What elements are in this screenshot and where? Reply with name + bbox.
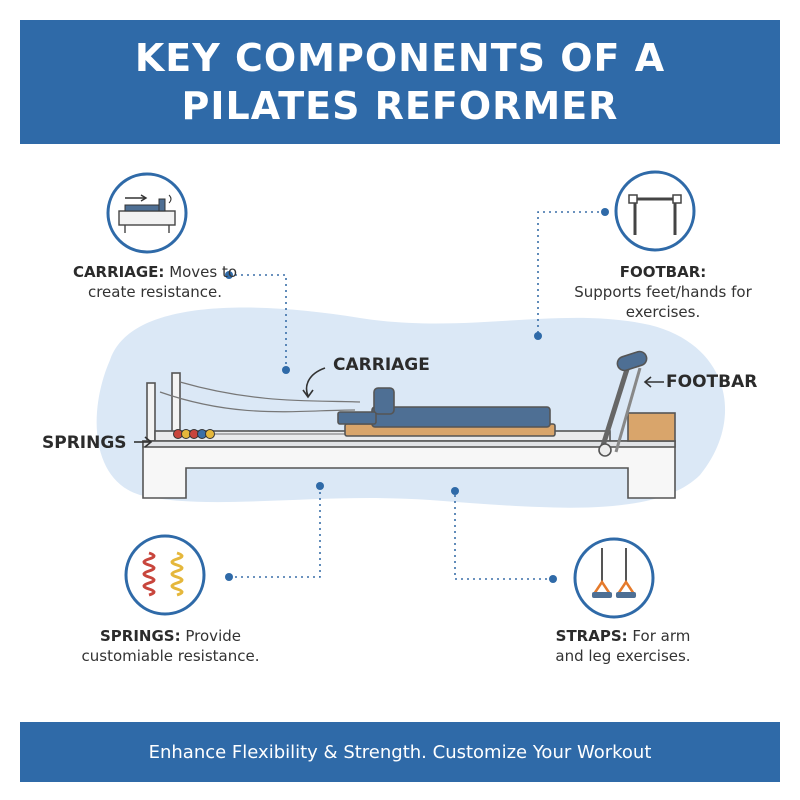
callout-carriage-title: CARRIAGE: — [72, 263, 165, 281]
callout-springs-title: SPRINGS: — [100, 627, 181, 645]
footbar-grip — [616, 350, 648, 372]
callout-straps-title: STRAPS: — [555, 627, 628, 645]
footer-text: Enhance Flexibility & Strength. Customiz… — [148, 741, 652, 763]
page-title: KEY COMPONENTS OF A PILATES REFORMER — [134, 36, 666, 128]
callout-footbar-desc: Supports feet/hands for exercises. — [574, 283, 752, 321]
leader-lines — [229, 211, 605, 580]
leader-dots — [225, 208, 609, 583]
leader-springs — [229, 486, 321, 578]
carriage-icon — [106, 172, 188, 254]
callout-carriage: CARRIAGE: Moves to create resistance. — [70, 262, 240, 302]
footbar-icon — [614, 170, 696, 252]
rear-post-left — [146, 382, 156, 442]
callout-straps: STRAPS: For arm and leg exercises. — [548, 626, 698, 666]
footbar-arm-1 — [598, 365, 631, 453]
callout-footbar: FOOTBAR: Supports feet/hands for exercis… — [568, 262, 758, 322]
diagram-label-footbar: FOOTBAR — [666, 372, 758, 392]
straps-icon — [573, 537, 655, 619]
callout-springs-desc: Provide customiable resistance. — [81, 627, 260, 665]
callout-carriage-desc: Moves to create resistance. — [87, 263, 238, 301]
callout-footbar-title: FOOTBAR: — [619, 263, 707, 281]
shoulder-rest — [373, 387, 395, 415]
reformer-machine — [142, 350, 676, 499]
frame-body — [142, 440, 676, 499]
leader-carriage — [229, 274, 287, 370]
leader-footbar — [537, 211, 605, 336]
springs-icon — [124, 534, 206, 616]
foot-platform — [627, 412, 676, 442]
carriage-pad — [371, 406, 551, 428]
footer-banner: Enhance Flexibility & Strength. Customiz… — [20, 722, 780, 782]
callout-straps-desc: For arm and leg exercises. — [555, 627, 691, 665]
diagram-label-springs: SPRINGS — [42, 433, 127, 453]
footbar-arm-2 — [614, 367, 642, 453]
leader-straps — [454, 491, 553, 580]
frame-top-edge — [142, 440, 676, 448]
header-banner: KEY COMPONENTS OF A PILATES REFORMER — [20, 20, 780, 144]
diagram-label-carriage: CARRIAGE — [333, 355, 430, 375]
spring-bank — [173, 429, 215, 439]
headrest — [337, 411, 377, 425]
carriage-label-arrow — [305, 367, 326, 397]
callout-springs: SPRINGS: Provide customiable resistance. — [78, 626, 263, 666]
